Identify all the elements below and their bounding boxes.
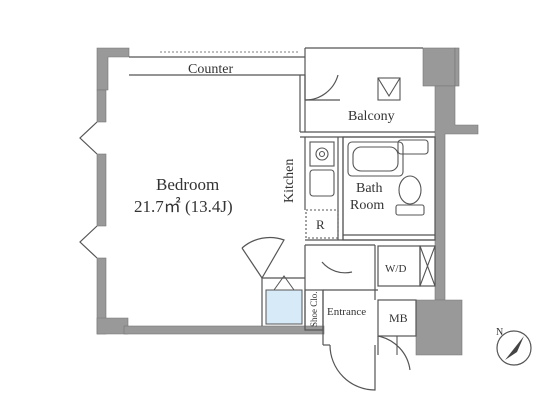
stove [309,141,335,167]
structural-walls [96,47,479,356]
bathtub [347,141,404,177]
closet-marker [273,275,295,291]
bath-label-line2: Room [350,198,384,213]
balcony-door [304,74,339,101]
hall-door [377,335,411,371]
refrigerator-label: R [316,217,325,232]
refrigerator [305,209,339,239]
wd-door [321,261,353,274]
kitchen-sink [309,169,335,197]
washbasin [397,139,429,155]
entrance-door [329,344,376,391]
bedroom-door [241,236,285,279]
ac-unit [377,77,401,101]
wd-label: W/D [385,263,406,275]
bath-label-line1: Bath [356,181,382,196]
balcony-label: Balcony [348,109,395,124]
bedroom-area: 21.7㎡ (13.4J) [134,197,233,216]
window-left-lower [79,225,98,259]
fixtures [305,77,436,355]
shoe-closet-label: Shoe Clo. [309,291,319,327]
kitchen-label: Kitchen [282,159,297,203]
bedroom-label: Bedroom [156,175,219,194]
doors [79,74,411,391]
window-left-upper [79,121,98,155]
wd-cross [419,245,436,287]
closet-fill [265,289,303,325]
north-compass: N [496,327,532,366]
toilet [398,175,422,205]
entrance-label: Entrance [327,306,366,318]
compass-north-label: N [496,327,503,338]
mb-label: MB [389,311,408,325]
counter-label: Counter [188,62,233,77]
